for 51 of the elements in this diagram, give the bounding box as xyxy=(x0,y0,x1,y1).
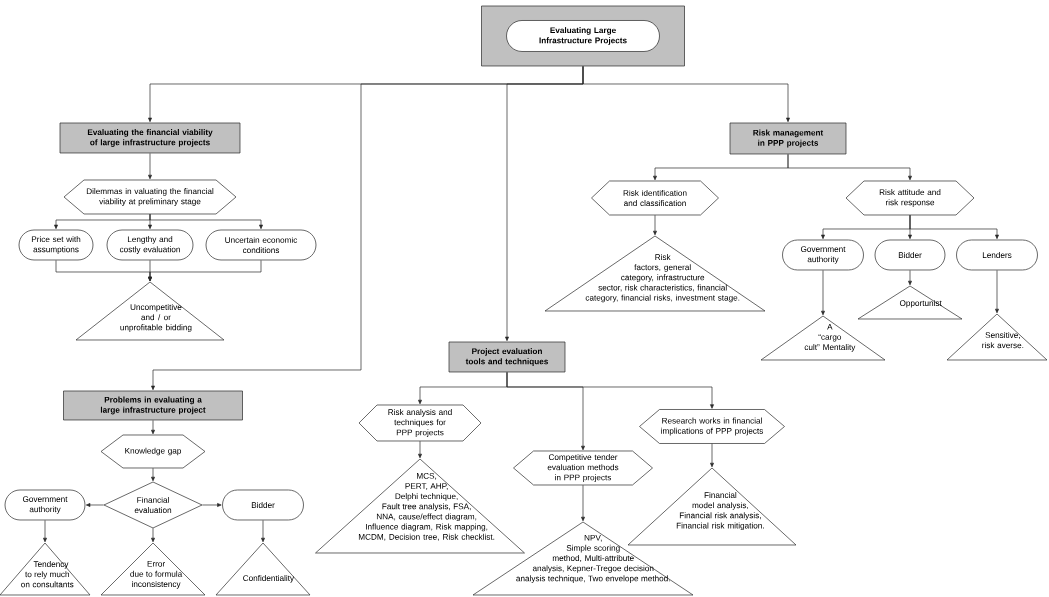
rounded-box: Uncertain economic conditions xyxy=(205,229,317,261)
title-pill: Evaluating Large Infrastructure Projects xyxy=(506,20,660,52)
arrow xyxy=(148,260,262,282)
triangle-box: Sensitive, risk averse. xyxy=(946,313,1048,361)
triangle-box: Uncompetitive and / or unprofitable bidding xyxy=(75,281,225,341)
triangle-box: MCS, PERT, AHP, Delphi technique, Fault tree analysis, FSA, NNA, cause/effect diagram, Influence diagram, Risk mapping, MCDM, Decision tree, Risk checklist. xyxy=(315,458,525,554)
arrow xyxy=(581,484,585,522)
triangle-box: Error due to formula inconsistency xyxy=(100,542,206,596)
hexagon-box: Research works in financial implications of PPP projects xyxy=(639,409,785,444)
hexagon-box: Risk analysis and techniques for PPP projects xyxy=(358,404,482,442)
triangle-box: Confidentiality xyxy=(215,542,311,596)
arrow xyxy=(151,467,155,482)
hexagon-box: Knowledge gap xyxy=(100,434,206,469)
rounded-box: Price set with assumptions xyxy=(18,229,94,261)
arrow xyxy=(85,503,105,507)
arrow xyxy=(506,372,714,409)
heading-box: Evaluating the financial viability of large infrastructure projects xyxy=(59,122,241,154)
rounded-box: Bidder xyxy=(874,239,946,271)
heading-box: Project evaluation tools and techniques xyxy=(448,341,566,373)
arrow xyxy=(261,520,265,543)
arrow xyxy=(908,270,912,286)
hexagon-box: Competitive tender evaluation methods in PPP projects xyxy=(513,450,653,486)
arrow xyxy=(151,527,155,543)
arrow xyxy=(148,153,152,180)
rounded-box: Bidder xyxy=(222,489,304,521)
triangle-box: Opportunist xyxy=(857,285,963,320)
arrow xyxy=(582,66,790,123)
arrow xyxy=(821,270,825,316)
heading-box: Problems in evaluating a large infrastructure project xyxy=(63,390,243,421)
triangle-box: Tendency to rely much on consultants xyxy=(0,542,91,596)
rounded-box: Government authority xyxy=(782,239,864,271)
arrow xyxy=(149,213,263,230)
rounded-box: Lengthy and costly evaluation xyxy=(106,229,194,261)
arrow xyxy=(909,214,999,240)
triangle-box: Risk factors, general category, infrastructure sector, risk characteristics, financial category, financial risks, investment stage. xyxy=(544,235,766,312)
arrow xyxy=(201,503,222,507)
arrow xyxy=(653,214,657,236)
hexagon-box: Risk identification and classification xyxy=(591,180,719,216)
rounded-box: Government authority xyxy=(4,489,86,521)
hexagon-box: Dilemmas in valuating the financial viability at preliminary stage xyxy=(63,179,237,215)
triangle-box: Financial model analysis, Financial risk analysis, Financial risk mitigation. xyxy=(627,467,797,546)
arrow xyxy=(787,154,912,181)
triangle-box: A “cargo cult” Mentality xyxy=(760,315,886,361)
hexagon-box: Risk attitude and risk response xyxy=(845,180,975,216)
arrow xyxy=(43,520,47,543)
arrow xyxy=(995,270,999,314)
arrow xyxy=(151,420,155,435)
arrow xyxy=(418,440,422,459)
rounded-box: Lenders xyxy=(956,239,1038,271)
heading-box: Risk management in PPP projects xyxy=(729,122,847,155)
arrow xyxy=(710,443,714,468)
